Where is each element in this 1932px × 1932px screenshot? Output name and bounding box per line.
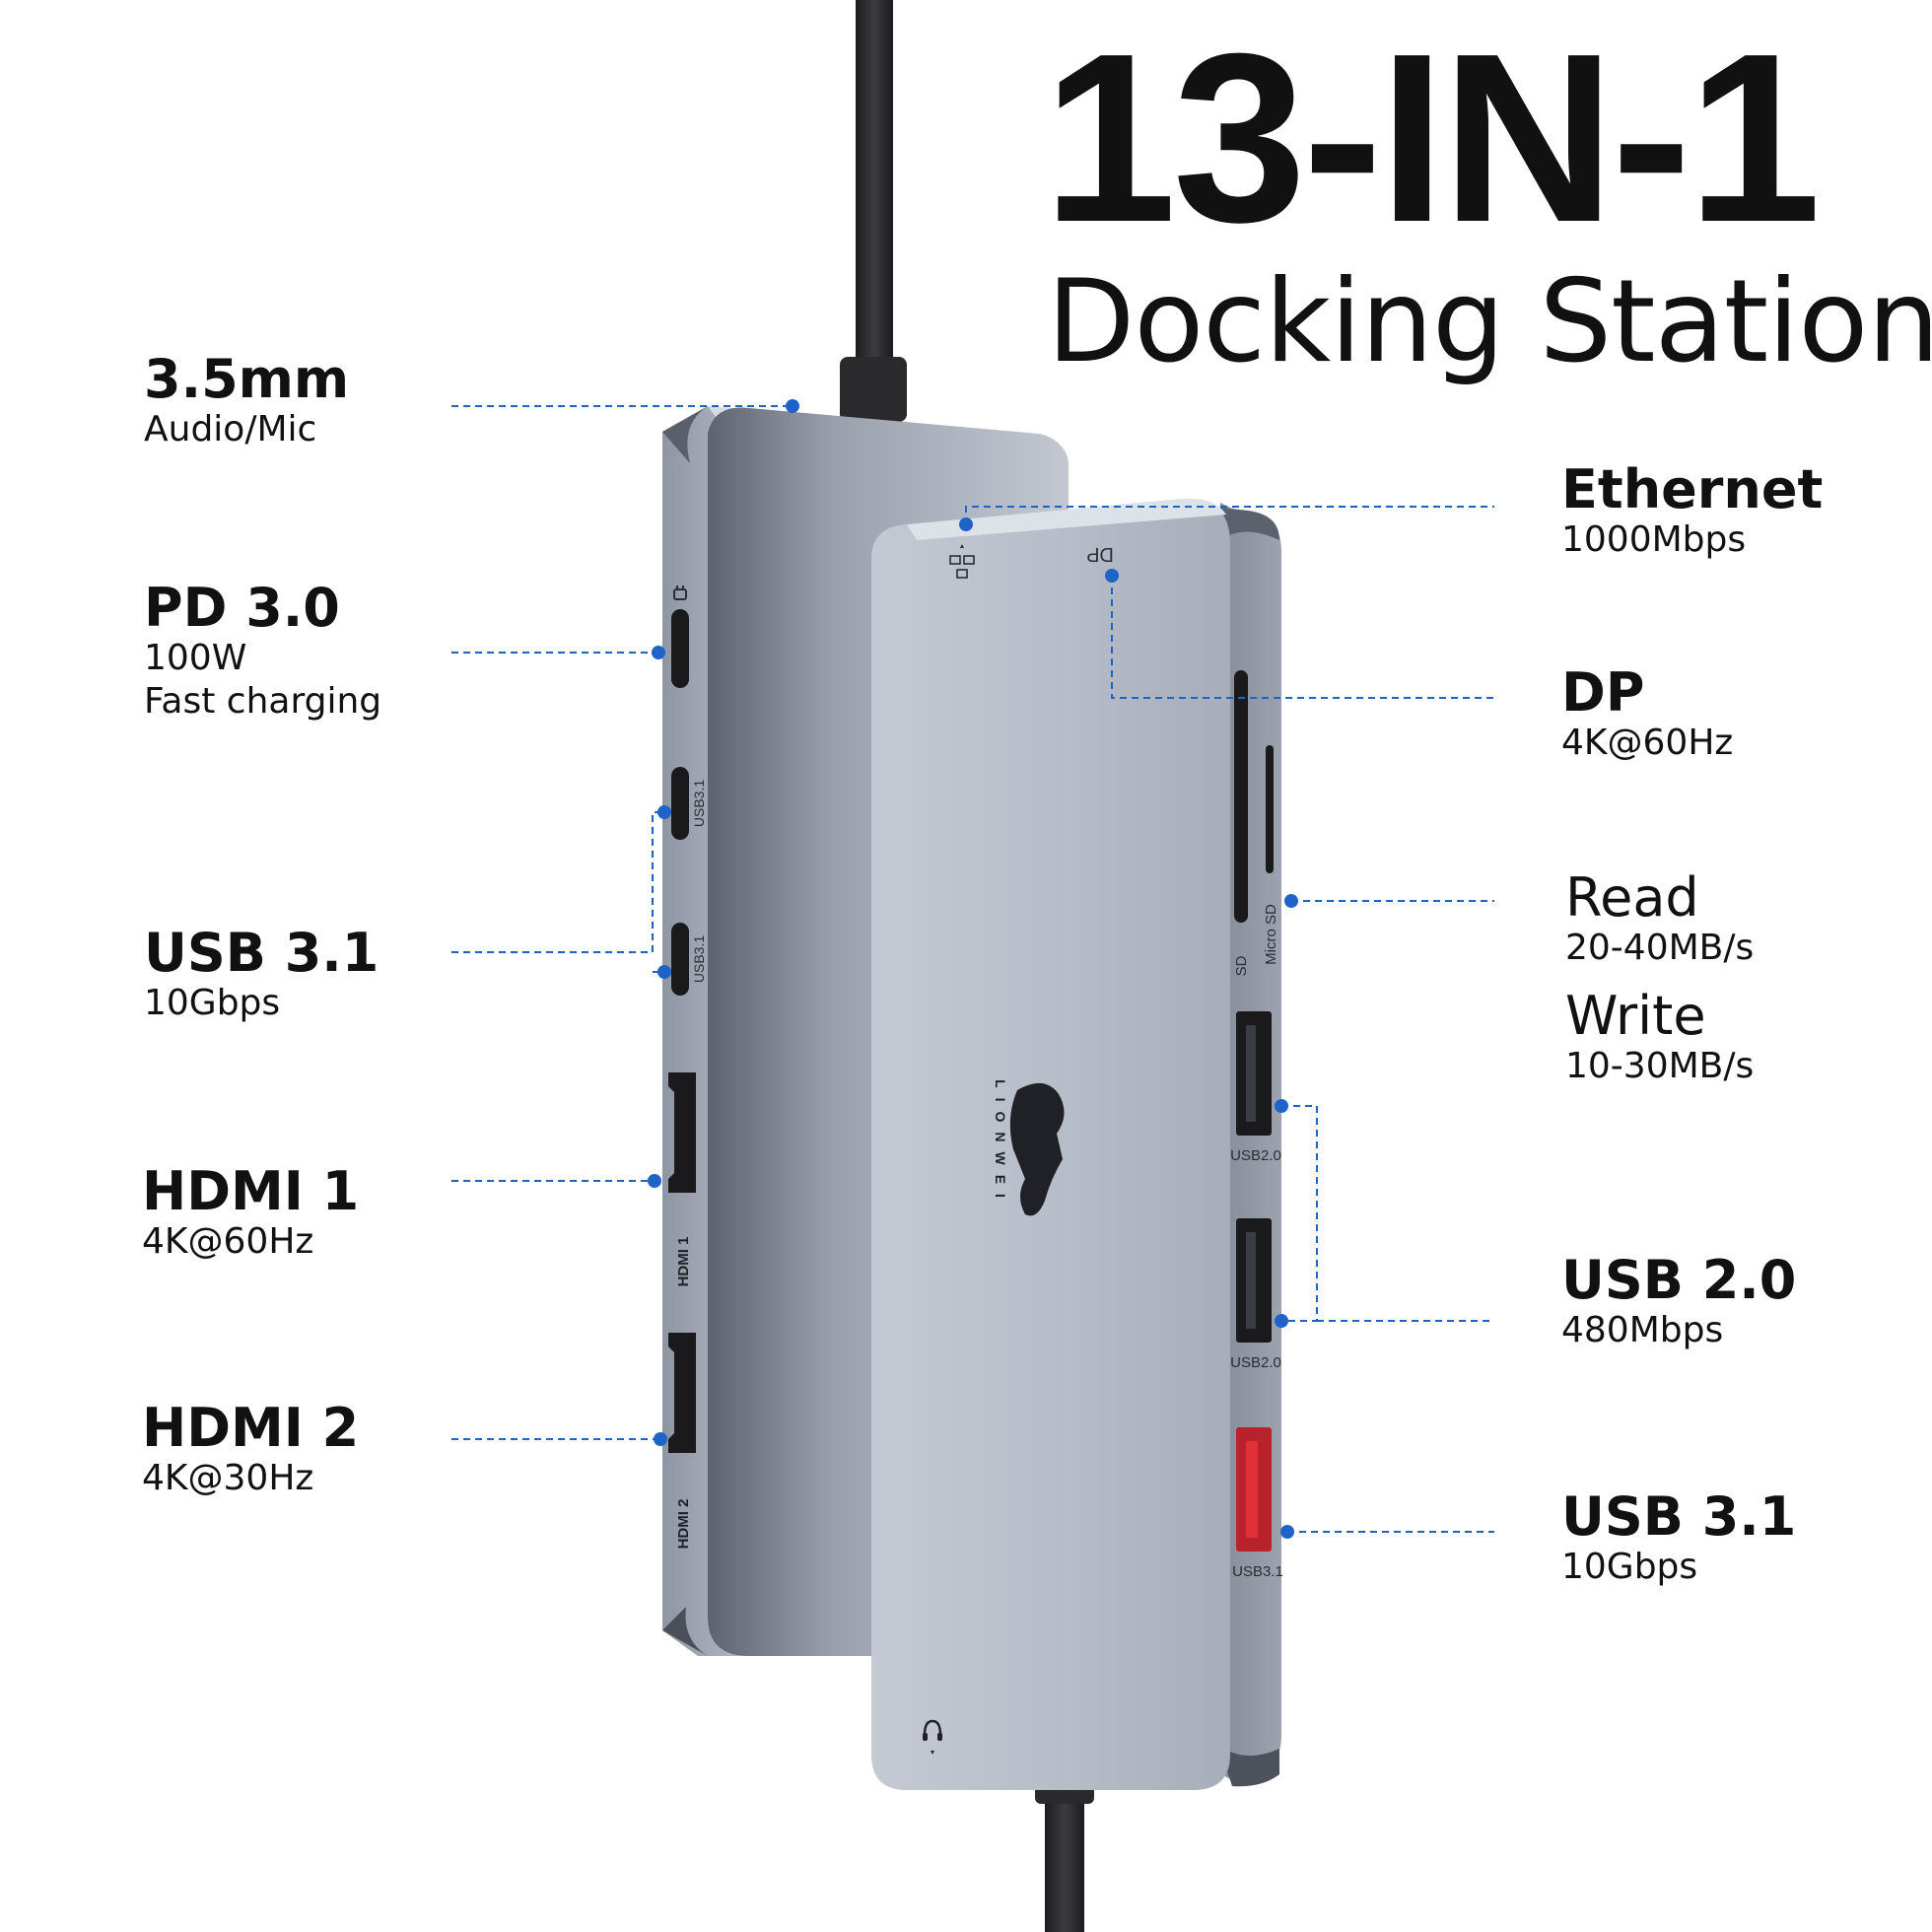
label-usb2: USB 2.0 480Mbps [1561,1252,1796,1352]
label-usb31-a-heading: USB 3.1 [1561,1485,1797,1548]
callout-dot-usb2-2 [1275,1314,1288,1328]
callout-dots [648,399,1298,1539]
label-pd-line-2: Fast charging [144,681,382,722]
page-title: 13-IN-1 [1043,3,1822,272]
sd-slot[interactable] [1234,670,1248,923]
label-audio: 3.5mm Audio/Mic [144,351,349,451]
usbc-port-2[interactable] [671,923,689,996]
callout-dot-usb2-1 [1275,1099,1288,1113]
usbc-port-1[interactable] [671,767,689,840]
top-cable [856,0,893,375]
callout-dot-ethernet [959,518,973,531]
label-usb2-line-1: 480Mbps [1561,1310,1724,1350]
back-unit-corner-top [662,406,708,463]
lion-mark [1009,1082,1065,1216]
label-pd: PD 3.0 100W Fast charging [144,580,381,724]
label-usb2-heading: USB 2.0 [1561,1249,1797,1311]
label-audio-line-1: Audio/Mic [144,409,317,449]
label-pd-line-1: 100W [144,638,247,678]
hdmi-port-1-marking: HDMI 1 [675,1237,692,1287]
usb2-port-1-marking: USB2.0 [1230,1147,1281,1164]
label-dp-line-1: 4K@60Hz [1561,723,1734,763]
label-usb31-c-line-1: 10Gbps [144,983,281,1023]
label-pd-heading: PD 3.0 [144,577,340,639]
label-dp-heading: DP [1561,661,1645,724]
label-read-heading: Read [1565,866,1699,929]
usbc-port-2-marking: USB3.1 [691,935,707,983]
label-write-heading: Write [1565,985,1706,1047]
callout-dot-audio [786,399,799,413]
label-read-line-1: 20-40MB/s [1565,928,1755,968]
hdmi-port-2-marking: HDMI 2 [675,1499,692,1550]
label-hdmi1: HDMI 1 4K@60Hz [142,1163,359,1264]
label-usb31-c-heading: USB 3.1 [144,922,380,984]
headset-mic-icon [923,1719,942,1755]
callout-dot-usb31a [1280,1525,1294,1539]
ethernet-icon [949,544,975,579]
label-hdmi2: HDMI 2 4K@30Hz [142,1400,359,1500]
micro-sd-slot[interactable] [1266,745,1274,873]
usb2-port-2-tongue [1246,1232,1256,1329]
callout-dot-dp [1105,569,1119,583]
brand-logo: LIONWEI [993,1079,1065,1216]
label-hdmi2-line-1: 4K@30Hz [142,1458,314,1498]
sd-slot-marking: SD [1233,955,1250,976]
hdmi-port-2[interactable] [668,1333,696,1453]
callout-dot-hdmi2 [654,1432,667,1446]
usb31-a-port-tongue [1246,1441,1258,1538]
callout-dot-hdmi1 [648,1174,661,1188]
back-unit-corner-bottom [662,1607,708,1656]
dp-marking: DP [1086,543,1114,565]
label-dp: DP 4K@60Hz [1561,664,1733,765]
callout-dot-usbc-1 [657,805,671,819]
label-write: Write 10-30MB/s [1565,988,1754,1088]
label-ethernet: Ethernet 1000Mbps [1561,461,1823,562]
callout-dot-pd [652,646,665,659]
label-hdmi2-heading: HDMI 2 [142,1397,360,1459]
label-ethernet-heading: Ethernet [1561,458,1824,520]
usb2-port-2-marking: USB2.0 [1230,1354,1281,1371]
micro-sd-slot-marking: Micro SD [1263,904,1279,965]
hdmi-port-1[interactable] [668,1072,696,1193]
front-unit-top [907,498,1226,540]
label-usb31-c: USB 3.1 10Gbps [144,925,379,1025]
page-subtitle: Docking Station [1047,255,1932,388]
label-hdmi1-heading: HDMI 1 [142,1160,360,1222]
callout-dot-sd [1284,894,1298,908]
front-unit-corner-bottom [1218,1745,1279,1787]
callout-dot-usbc-2 [657,965,671,979]
label-usb31-a: USB 3.1 10Gbps [1561,1488,1796,1589]
callout-line-dp [1111,576,1494,699]
power-plug-icon [673,586,687,600]
callout-line-usb2 [1281,1105,1494,1322]
top-cable-boot [840,357,907,422]
label-hdmi1-line-1: 4K@60Hz [142,1221,314,1262]
callout-line-usbc [451,811,664,973]
usb31-a-port-marking: USB3.1 [1232,1563,1283,1580]
label-read: Read 20-40MB/s [1565,869,1754,970]
label-write-line-1: 10-30MB/s [1565,1046,1755,1086]
label-ethernet-line-1: 1000Mbps [1561,519,1747,560]
usbc-port-1-marking: USB3.1 [691,780,707,827]
usb2-port-1-tongue [1246,1025,1256,1122]
pd-port[interactable] [671,609,689,688]
brand-name: LIONWEI [993,1079,1008,1208]
label-audio-heading: 3.5mm [144,348,350,410]
label-usb31-a-line-1: 10Gbps [1561,1547,1698,1587]
